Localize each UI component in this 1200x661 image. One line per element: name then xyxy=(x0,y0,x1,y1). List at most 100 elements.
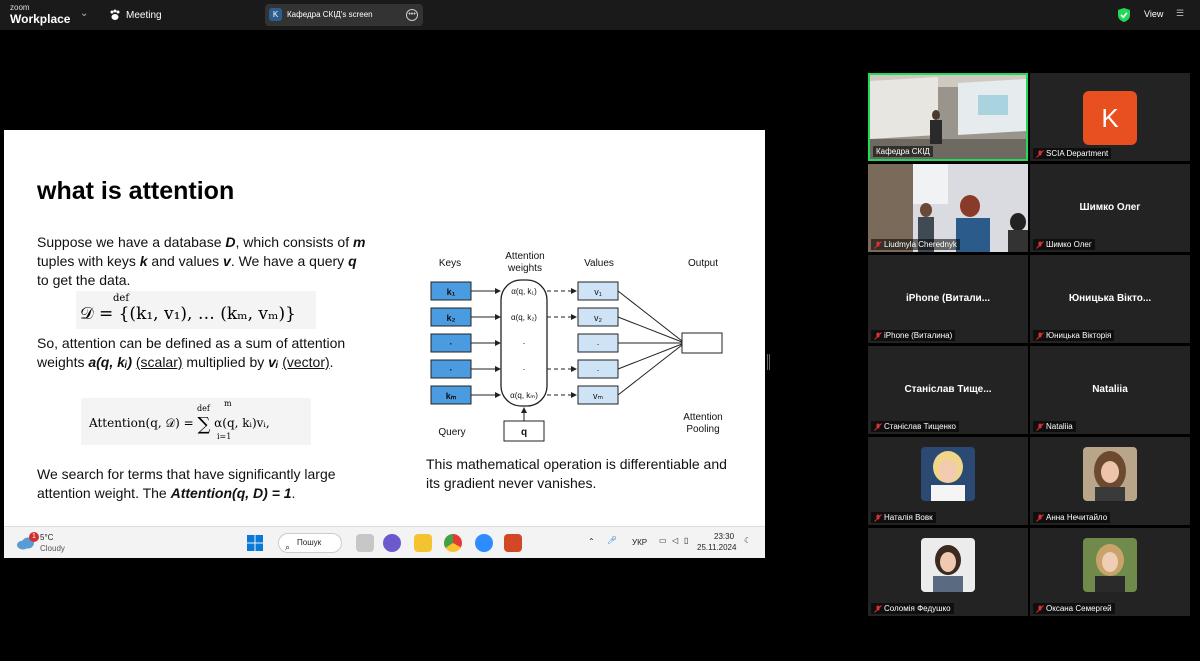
formula-database: def 𝒟 = {(k₁, v₁), … (kₘ, vₘ)} xyxy=(76,291,316,329)
participant-display-name: Юницька Вікто... xyxy=(1068,293,1152,304)
participant-tile[interactable]: Станіслав Тище... Станіслав Тищенко xyxy=(868,346,1028,434)
participant-tile[interactable]: Nataliia Nataliia xyxy=(1030,346,1190,434)
share-label: Кафедра СКІД's screen xyxy=(287,10,373,19)
value-4: · xyxy=(597,365,600,375)
zoom-logo[interactable]: zoom Workplace xyxy=(10,3,71,26)
paw-icon xyxy=(110,9,120,20)
task-view-icon[interactable] xyxy=(356,534,374,552)
windows-start-icon[interactable] xyxy=(247,535,263,551)
shield-check-icon[interactable] xyxy=(1117,7,1131,23)
mic-muted-icon xyxy=(874,241,882,249)
more-options-icon[interactable]: ••• xyxy=(406,9,418,21)
label-weights-1: Attention xyxy=(505,251,544,262)
participant-tile[interactable]: Анна Нечитайло xyxy=(1030,437,1190,525)
logo-line1: zoom xyxy=(10,3,30,12)
volume-icon[interactable]: ◁ xyxy=(672,536,679,545)
participant-name: Оксана Семергей xyxy=(1033,603,1115,614)
splitter-handle[interactable] xyxy=(767,354,770,370)
paragraph-attention-definition: So, attention can be defined as a sum of… xyxy=(37,335,346,370)
shared-screen: what is attention Suppose we have a data… xyxy=(4,130,765,558)
mic-muted-icon xyxy=(1036,332,1044,340)
notifications-icon[interactable]: ☾ xyxy=(744,536,752,545)
value-1: v₁ xyxy=(594,287,602,297)
mic-muted-icon xyxy=(874,332,882,340)
participant-name: Юницька Вікторія xyxy=(1033,330,1115,341)
participant-tile[interactable]: Кафедра СКІД xyxy=(868,73,1028,161)
participant-name: Соломія Федушко xyxy=(871,603,954,614)
label-output: Output xyxy=(688,258,718,269)
profile-photo xyxy=(921,447,975,501)
participant-name: Станіслав Тищенко xyxy=(871,421,959,432)
chrome-icon[interactable] xyxy=(444,534,462,552)
participant-name: Nataliia xyxy=(1033,421,1076,432)
language-indicator[interactable]: УКР xyxy=(632,538,648,547)
clock-time[interactable]: 23:30 xyxy=(714,532,735,541)
label-query: Query xyxy=(438,427,465,438)
attention-pooling-diagram: Keys Attention weights Values Output k₁ … xyxy=(430,251,723,442)
file-explorer-icon[interactable] xyxy=(414,534,432,552)
label-values: Values xyxy=(584,258,614,269)
mic-muted-icon xyxy=(1036,605,1044,613)
meeting-button[interactable]: Meeting xyxy=(109,9,162,21)
participant-display-name: iPhone (Витали... xyxy=(905,293,991,304)
participant-name: Liudmyla Cherednyk xyxy=(871,239,960,250)
taskbar-search-label: Пошук xyxy=(297,538,322,547)
participant-tile[interactable]: Оксана Семергей xyxy=(1030,528,1190,616)
chevron-down-icon[interactable]: ⌄ xyxy=(80,8,89,19)
participant-tile[interactable]: Шимко Олег Шимко Олег xyxy=(1030,164,1190,252)
key-4: · xyxy=(450,365,453,375)
tray-expand-icon[interactable]: ⌃ xyxy=(588,537,595,546)
weight-m: α(q, kₘ) xyxy=(510,391,538,400)
mic-muted-icon xyxy=(1036,150,1044,158)
participant-tile[interactable]: K SCIA Department xyxy=(1030,73,1190,161)
query-box: q xyxy=(521,427,527,438)
participant-display-name: Станіслав Тище... xyxy=(904,384,992,395)
zoom-app-icon[interactable] xyxy=(475,534,493,552)
keys-column: k₁ k₂ · · kₘ xyxy=(430,281,472,405)
search-icon: ⌕ xyxy=(285,542,291,552)
powerpoint-icon[interactable] xyxy=(504,534,522,552)
participant-display-name: Nataliia xyxy=(1092,384,1128,395)
values-column: v₁ v₂ · · vₘ xyxy=(577,281,619,405)
key-m: kₘ xyxy=(446,391,457,401)
participant-video xyxy=(868,164,1028,252)
participant-tile[interactable]: Наталія Вовк xyxy=(868,437,1028,525)
weight-1: α(q, k₁) xyxy=(511,287,537,296)
paragraph-search: We search for terms that have significan… xyxy=(37,466,336,501)
weights-column: α(q, k₁) α(q, k₂) · · α(q, kₘ) xyxy=(510,287,538,400)
formula-attention: def m i=1 Attention(q, 𝒟) = ∑ α(q, kᵢ)vᵢ… xyxy=(81,398,311,445)
view-button[interactable]: View xyxy=(1144,9,1164,19)
weight-3: · xyxy=(523,338,526,348)
view-menu-icon[interactable]: ☰ xyxy=(1176,8,1185,18)
participant-tile[interactable]: iPhone (Витали... iPhone (Виталина) xyxy=(868,255,1028,343)
mic-muted-icon xyxy=(874,423,882,431)
battery-icon[interactable]: ▯ xyxy=(684,536,689,545)
microphone-icon[interactable]: 🎤︎ xyxy=(607,536,618,545)
windows-taskbar: 1 5°C Cloudy ⌕ Пошук ⌃ 🎤︎ УКР ▭ ◁ ▯ 23:3… xyxy=(4,526,765,558)
participant-tile[interactable]: Юницька Вікто... Юницька Вікторія xyxy=(1030,255,1190,343)
participant-name: Наталія Вовк xyxy=(871,512,936,523)
mic-muted-icon xyxy=(1036,241,1044,249)
chat-icon[interactable] xyxy=(383,534,401,552)
participant-name: Анна Нечитайло xyxy=(1033,512,1111,523)
value-m: vₘ xyxy=(593,391,604,401)
top-bar: zoom Workplace ⌄ Meeting K Кафедра СКІД'… xyxy=(0,0,1200,30)
logo-line2: Workplace xyxy=(10,12,71,26)
network-icon[interactable]: ▭ xyxy=(659,536,667,545)
key-2: k₂ xyxy=(446,313,455,323)
participant-tile[interactable]: Соломія Федушко xyxy=(868,528,1028,616)
paragraph-differentiable: This mathematical operation is different… xyxy=(426,456,727,491)
taskbar-search[interactable]: ⌕ Пошук xyxy=(278,533,342,553)
weather-condition: Cloudy xyxy=(40,544,65,553)
clock-date[interactable]: 25.11.2024 xyxy=(697,543,737,552)
participant-name: Кафедра СКІД xyxy=(873,146,933,157)
participant-tile[interactable]: Liudmyla Cherednyk xyxy=(868,164,1028,252)
screen-share-tab[interactable]: K Кафедра СКІД's screen ••• xyxy=(265,4,423,26)
profile-photo xyxy=(1083,538,1137,592)
avatar: K xyxy=(1083,91,1137,145)
label-weights-2: weights xyxy=(507,263,542,274)
weight-2: α(q, k₂) xyxy=(511,313,537,322)
participant-name: iPhone (Виталина) xyxy=(871,330,956,341)
profile-photo xyxy=(921,538,975,592)
weather-widget[interactable]: 1 5°C Cloudy xyxy=(16,532,76,554)
